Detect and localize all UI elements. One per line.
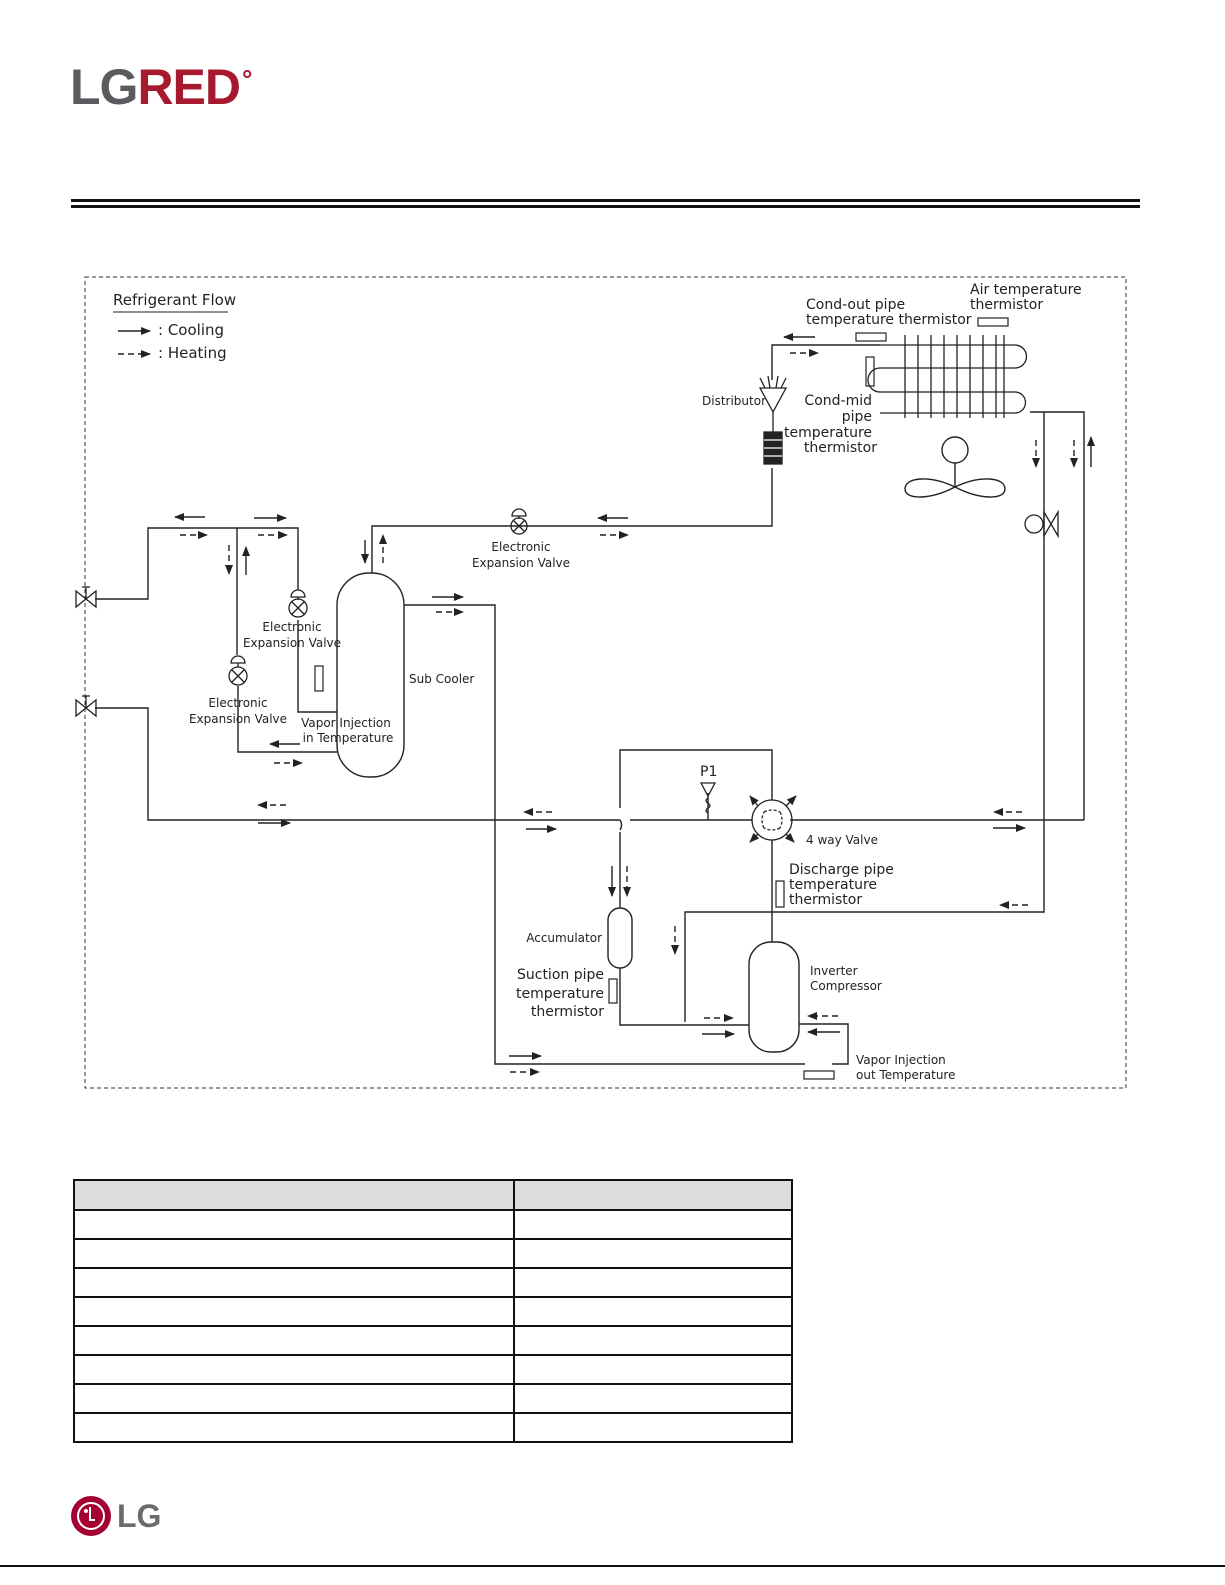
check-valve-right-icon [1024,509,1059,539]
distributor [758,375,788,465]
vapor-out-thermistor-icon [803,1070,835,1080]
label-cond-out-1: Cond-out pipe [806,297,905,313]
label-compressor-1: Inverter [810,964,858,978]
p1-sensor-icon [699,782,717,814]
lg-face-icon [71,1496,111,1536]
footer-rule [0,1565,1225,1567]
inverter-compressor [748,941,800,1053]
label-cond-mid-2: pipe [842,409,872,425]
label-eev-mid-1: Electronic [262,620,321,634]
pipes [95,344,1085,1065]
table-header-row [73,1179,793,1211]
legend-heating-label: : Heating [158,344,227,362]
label-four-way: 4 way Valve [806,833,878,847]
eev-mid-icon [288,589,308,618]
label-discharge-1: Discharge pipe [789,862,894,878]
label-cond-mid-1: Cond-mid [804,393,872,409]
vapor-in-thermistor-icon [314,665,324,692]
legend-title: Refrigerant Flow [113,291,236,309]
label-discharge-2: temperature [789,877,877,893]
diagram-border [84,276,1127,1089]
label-vapor-in-1: Vapor Injection [301,716,391,730]
header-rule-bottom [71,205,1140,208]
label-p1: P1 [700,764,717,780]
label-eev-low-2: Expansion Valve [189,712,287,726]
table-row [73,1209,793,1240]
table-row [73,1238,793,1269]
sub-cooler [336,572,405,778]
label-vapor-out-1: Vapor Injection [856,1053,946,1067]
label-sub-cooler: Sub Cooler [409,672,474,686]
fan-icon [904,436,1006,498]
table-row [73,1325,793,1356]
label-vapor-out-2: out Temperature [856,1068,955,1082]
cond-mid-thermistor-icon [865,356,875,387]
label-eev-mid-2: Expansion Valve [243,636,341,650]
table-row [73,1296,793,1327]
service-valve-lower-icon [75,695,97,718]
label-air-temp-2: thermistor [970,297,1043,313]
refrigerant-flow-diagram: Refrigerant Flow : Cooling : Heating [75,276,1127,1089]
table-row [73,1267,793,1298]
label-eev-low-1: Electronic [208,696,267,710]
accumulator [607,907,633,969]
labels: Air temperature thermistor Cond-out pipe… [189,282,1082,1082]
brand-degree: ° [242,64,252,94]
label-eev-center-2: Expansion Valve [472,556,570,570]
heating-flow-arrows [180,349,1078,1076]
label-eev-center-1: Electronic [491,540,550,554]
eev-center-icon [510,508,528,535]
brand-red: RED [137,59,241,115]
header-rule-top [71,199,1140,202]
table-row [73,1354,793,1385]
label-cond-mid-4: thermistor [804,440,877,456]
label-discharge-3: thermistor [789,892,862,908]
cooling-flow-arrows [174,333,1095,1060]
cond-out-thermistor-icon [855,332,887,342]
air-temp-thermistor-icon [977,317,1009,327]
label-accumulator: Accumulator [526,931,602,945]
lg-footer-text: LG [117,1497,162,1534]
label-distributor: Distributor [702,394,766,408]
table-row [73,1412,793,1443]
service-valve-upper-icon [75,586,97,609]
eev-low-icon [228,655,248,686]
legend: Refrigerant Flow : Cooling : Heating [113,291,236,362]
legend-cooling-label: : Cooling [158,321,224,339]
discharge-thermistor-icon [775,880,785,908]
spec-table [73,1179,793,1443]
lgred-logo: LGRED° [70,59,252,115]
label-suction-3: thermistor [531,1004,604,1020]
suction-thermistor-icon [608,978,618,1004]
label-suction-2: temperature [516,986,604,1002]
table-row [73,1383,793,1414]
brand-lg: LG [70,59,138,115]
label-suction-1: Suction pipe [517,967,604,983]
lg-footer-logo: LG [71,1496,161,1536]
label-air-temp-1: Air temperature [970,282,1082,298]
label-vapor-in-2: in Temperature [303,731,394,745]
label-cond-out-2: temperature thermistor [806,312,972,328]
label-cond-mid-3: temperature [784,425,872,441]
label-compressor-2: Compressor [810,979,882,993]
four-way-valve-icon [749,795,797,843]
condenser-coil [867,335,1028,418]
